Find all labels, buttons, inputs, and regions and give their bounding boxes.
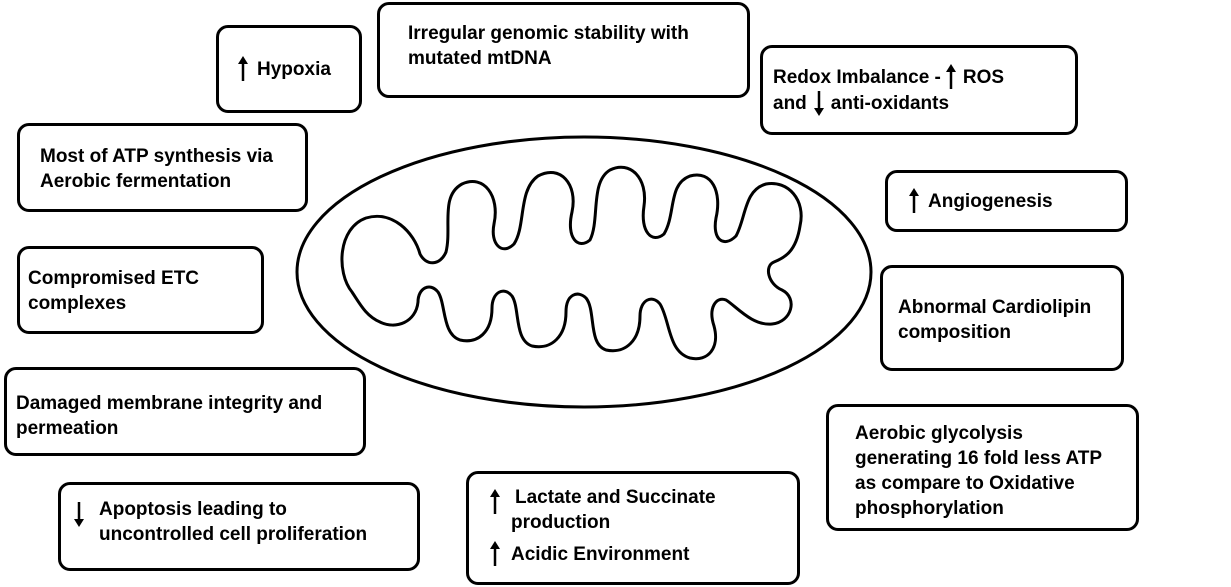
glycolysis-line-2: generating 16 fold less ATP (855, 448, 1103, 469)
up-arrow-icon (908, 188, 920, 214)
genomic-stability-box: Irregular genomic stability with mutated… (377, 2, 750, 98)
membrane-integrity-box: Damaged membrane integrity and permeatio… (4, 367, 366, 456)
down-arrow-icon (73, 501, 85, 527)
glycolysis-line-3: as compare to Oxidative (855, 473, 1075, 494)
angiogenesis-box: Angiogenesis (885, 170, 1128, 232)
genomic-line-1: Irregular genomic stability with (408, 23, 689, 44)
etc-line-1: Compromised ETC (28, 268, 200, 289)
cardiolipin-box: Abnormal Cardiolipin composition (880, 265, 1124, 371)
mitochondrion-outer-membrane (295, 135, 873, 409)
hypoxia-label: Hypoxia (257, 58, 331, 80)
down-arrow-icon (813, 90, 825, 116)
hypoxia-box: Hypoxia (216, 25, 362, 113)
lactate-line-1: Lactate and Succinate (515, 487, 716, 508)
redox-label-ros: ROS (962, 66, 1005, 88)
etc-complexes-box: Compromised ETC complexes (17, 246, 264, 334)
atp-fermentation-line-2: Aerobic fermentation (40, 171, 232, 192)
cardiolipin-line-1: Abnormal Cardiolipin (898, 297, 1092, 318)
apoptosis-line-2: uncontrolled cell proliferation (99, 524, 368, 545)
redox-imbalance-box: Redox Imbalance - ROS and anti-oxidants (760, 45, 1078, 135)
up-arrow-icon (237, 56, 249, 82)
membrane-line-2: permeation (16, 418, 119, 439)
glycolysis-line-1: Aerobic glycolysis (855, 423, 1023, 444)
redox-label-a: Redox Imbalance - (773, 66, 941, 88)
up-arrow-icon (489, 489, 501, 515)
mitochondrion-cristae (340, 165, 803, 361)
apoptosis-box: Apoptosis leading to uncontrolled cell p… (58, 482, 420, 571)
membrane-line-1: Damaged membrane integrity and (16, 393, 323, 414)
genomic-line-2: mutated mtDNA (408, 48, 552, 69)
atp-fermentation-line-1: Most of ATP synthesis via (40, 146, 273, 167)
lactate-line-2: production (511, 512, 611, 533)
up-arrow-icon (945, 64, 957, 90)
apoptosis-line-1: Apoptosis leading to (99, 499, 287, 520)
up-arrow-icon (489, 541, 501, 567)
acidic-environment-label: Acidic Environment (511, 543, 690, 565)
atp-fermentation-box: Most of ATP synthesis via Aerobic fermen… (17, 123, 308, 212)
etc-line-2: complexes (28, 293, 127, 314)
cardiolipin-line-2: composition (898, 322, 1011, 343)
redox-label-antioxidants: anti-oxidants (830, 92, 950, 114)
aerobic-glycolysis-box: Aerobic glycolysis generating 16 fold le… (826, 404, 1139, 531)
glycolysis-line-4: phosphorylation (855, 498, 1004, 519)
lactate-acidic-box: Lactate and Succinate production Acidic … (466, 471, 800, 585)
angiogenesis-label: Angiogenesis (928, 190, 1053, 212)
redox-label-and: and (773, 92, 807, 114)
